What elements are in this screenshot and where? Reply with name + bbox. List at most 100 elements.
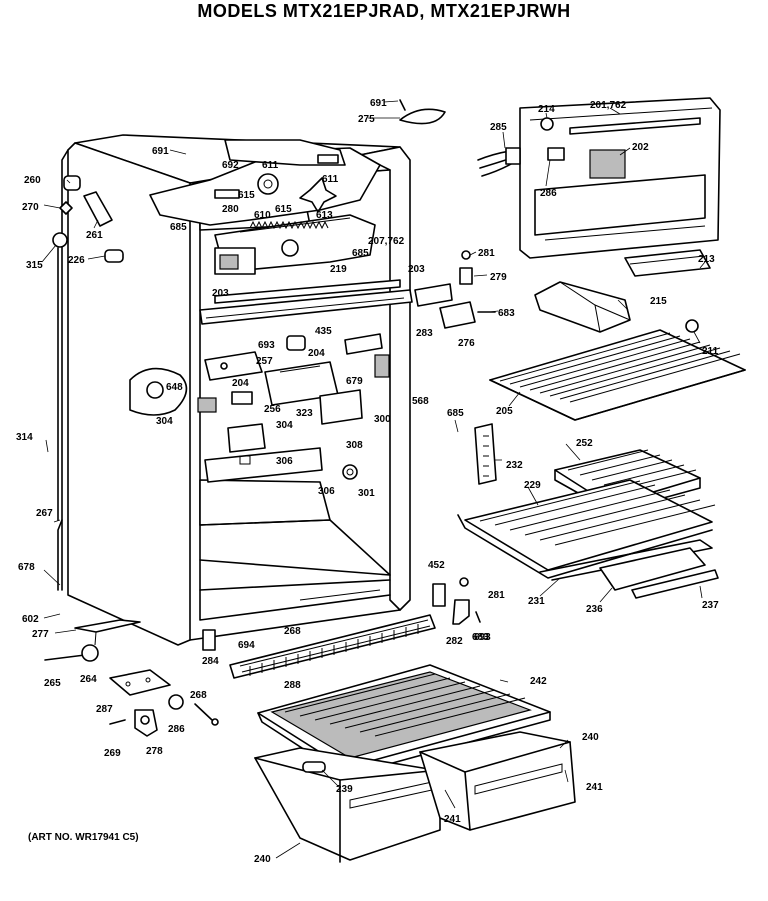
- label-300: 300: [374, 414, 391, 425]
- label-683-a: 683: [498, 308, 515, 319]
- label-285: 285: [490, 122, 507, 133]
- label-268-b: 268: [190, 690, 207, 701]
- label-257: 257: [256, 356, 273, 367]
- label-693-b: 693: [474, 632, 491, 643]
- label-308: 308: [346, 440, 363, 451]
- shelf-support: [474, 423, 497, 485]
- label-240-right: 240: [582, 732, 599, 743]
- label-615-b: 615: [275, 204, 292, 215]
- label-323: 323: [296, 408, 313, 419]
- label-648: 648: [166, 382, 183, 393]
- label-301: 301: [358, 488, 375, 499]
- label-207-762: 207,762: [368, 236, 405, 247]
- label-260: 260: [24, 175, 41, 186]
- label-201-762: 201,762: [590, 100, 627, 111]
- label-232: 232: [506, 460, 523, 471]
- label-281-a: 281: [478, 248, 495, 259]
- control-rails: [199, 279, 413, 325]
- label-679: 679: [346, 376, 363, 387]
- leader-lines: [41, 100, 706, 859]
- label-611-b: 611: [322, 174, 339, 185]
- label-239: 239: [336, 784, 353, 795]
- label-215: 215: [650, 296, 667, 307]
- label-213: 213: [698, 254, 715, 265]
- label-282: 282: [446, 636, 463, 647]
- label-205: 205: [496, 406, 513, 417]
- label-314: 314: [16, 432, 33, 443]
- label-242: 242: [530, 676, 547, 687]
- label-219: 219: [330, 264, 347, 275]
- label-286-panel: 286: [540, 188, 557, 199]
- part-labels: 691 275 214 201,762 285 202 286 691 692 …: [16, 98, 719, 865]
- label-306-a: 306: [276, 456, 293, 467]
- label-610: 610: [254, 210, 271, 221]
- lower-parts: [44, 577, 481, 737]
- label-568: 568: [412, 396, 429, 407]
- label-452: 452: [428, 560, 445, 571]
- label-288: 288: [284, 680, 301, 691]
- label-211: 211: [702, 346, 719, 357]
- label-284: 284: [202, 656, 219, 667]
- label-611-a: 611: [262, 160, 279, 171]
- label-694: 694: [238, 640, 255, 651]
- label-277: 277: [32, 629, 49, 640]
- label-304-a: 304: [156, 416, 173, 427]
- fan-assembly: [149, 139, 381, 275]
- label-268-a: 268: [284, 626, 301, 637]
- label-315: 315: [26, 260, 43, 271]
- label-226: 226: [68, 255, 85, 266]
- label-269: 269: [104, 748, 121, 759]
- label-275: 275: [358, 114, 375, 125]
- label-270: 270: [22, 202, 39, 213]
- label-203-a: 203: [408, 264, 425, 275]
- label-685-a: 685: [170, 222, 187, 233]
- label-279: 279: [490, 272, 507, 283]
- label-214: 214: [538, 104, 555, 115]
- label-685-b: 685: [352, 248, 369, 259]
- label-229: 229: [524, 480, 541, 491]
- label-613: 613: [316, 210, 333, 221]
- label-287: 287: [96, 704, 113, 715]
- label-678: 678: [18, 562, 35, 573]
- crisper-drawers: [254, 731, 576, 863]
- label-267: 267: [36, 508, 53, 519]
- label-691-top: 691: [370, 98, 387, 109]
- diagram-title: MODELS MTX21EPJRAD, MTX21EPJRWH: [197, 1, 571, 21]
- label-281-b: 281: [488, 590, 505, 601]
- label-202: 202: [632, 142, 649, 153]
- label-204-b: 204: [232, 378, 249, 389]
- control-panel: [399, 97, 721, 259]
- label-204-a: 204: [308, 348, 325, 359]
- left-parts: [52, 175, 216, 651]
- label-256: 256: [264, 404, 281, 415]
- label-283: 283: [416, 328, 433, 339]
- label-236: 236: [586, 604, 603, 615]
- freezer-shelf: [489, 329, 746, 421]
- label-237: 237: [702, 600, 719, 611]
- label-685-c: 685: [447, 408, 464, 419]
- art-number: (ART NO. WR17941 C5): [28, 832, 139, 843]
- label-693-a: 693: [258, 340, 275, 351]
- label-280: 280: [222, 204, 239, 215]
- label-278: 278: [146, 746, 163, 757]
- label-276: 276: [458, 338, 475, 349]
- label-252: 252: [576, 438, 593, 449]
- label-692: 692: [222, 160, 239, 171]
- fresh-food-shelves: [457, 449, 719, 599]
- label-306-b: 306: [318, 486, 335, 497]
- label-261: 261: [86, 230, 103, 241]
- label-241-right: 241: [586, 782, 603, 793]
- label-264: 264: [80, 674, 97, 685]
- label-231: 231: [528, 596, 545, 607]
- label-683-b: 683: [472, 632, 489, 643]
- label-691: 691: [152, 146, 169, 157]
- label-304-b: 304: [276, 420, 293, 431]
- label-203-b: 203: [212, 288, 229, 299]
- label-615-a: 615: [238, 190, 255, 201]
- label-435: 435: [315, 326, 332, 337]
- label-286-lower: 286: [168, 724, 185, 735]
- right-small-parts: [414, 249, 711, 333]
- label-240-left: 240: [254, 854, 271, 865]
